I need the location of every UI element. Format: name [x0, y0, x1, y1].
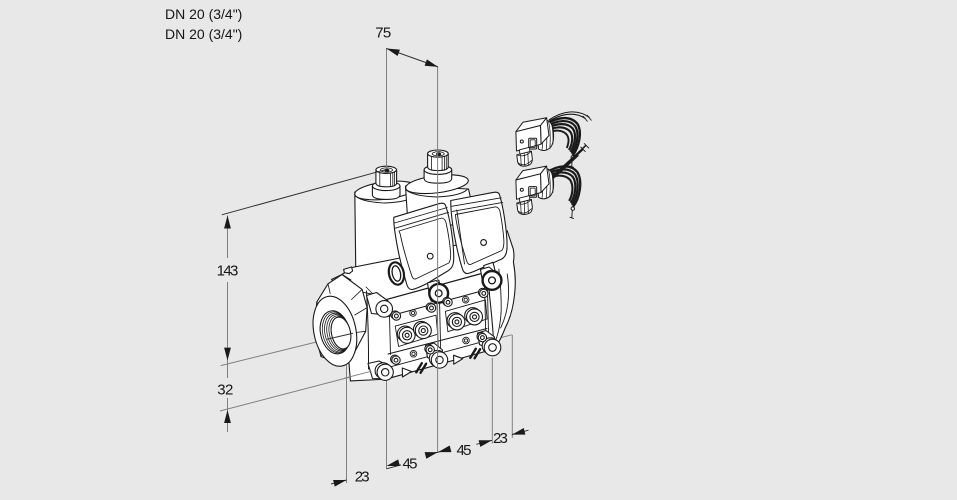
- svg-text:45: 45: [457, 442, 472, 459]
- svg-text:32: 32: [217, 382, 233, 399]
- svg-text:75: 75: [375, 25, 391, 42]
- svg-text:143: 143: [217, 263, 239, 280]
- svg-text:23: 23: [493, 430, 508, 447]
- svg-text:45: 45: [403, 456, 418, 473]
- svg-text:23: 23: [355, 468, 370, 485]
- svg-text:DN 20 (3/4"): DN 20 (3/4"): [165, 26, 242, 42]
- svg-text:DN 20 (3/4"): DN 20 (3/4"): [165, 6, 242, 22]
